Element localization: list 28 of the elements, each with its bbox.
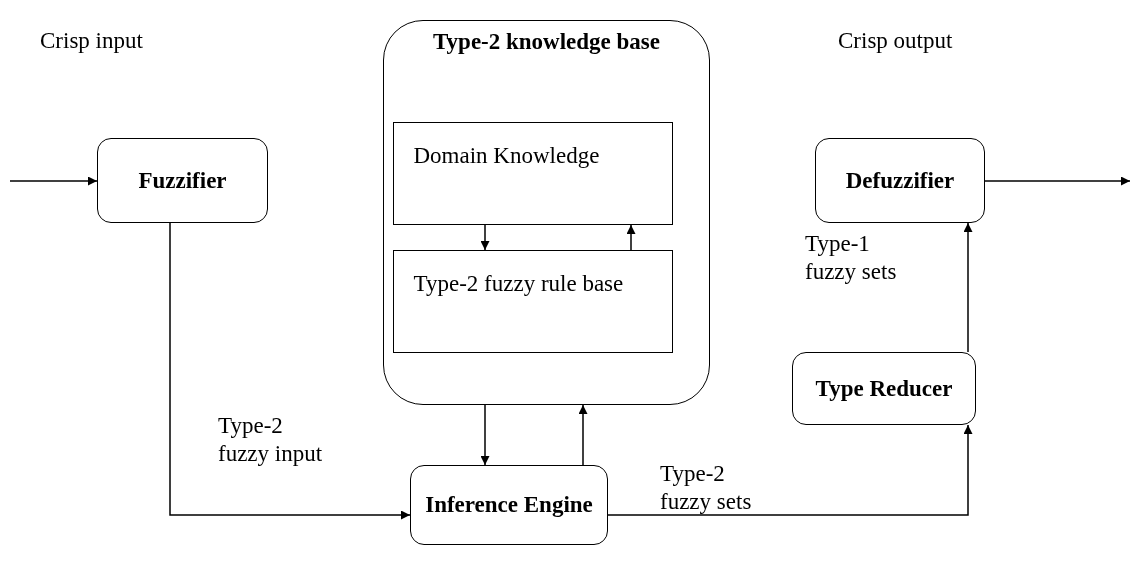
arrow: [626, 224, 636, 251]
arrow: [480, 404, 490, 466]
panel-heading: Type-2 knowledge base: [433, 29, 660, 55]
process-box: [392, 249, 673, 353]
edge-label: Type-1 fuzzy sets: [805, 230, 898, 286]
box-label: Domain Knowledge: [413, 142, 600, 169]
arrow: [963, 222, 973, 353]
edge-label: Type-2 fuzzy sets: [660, 460, 753, 516]
box-label: Inference Engine: [425, 492, 593, 518]
box-label: Type Reducer: [815, 375, 953, 402]
io-label: Crisp output: [838, 28, 953, 54]
edge-label: Type-2 fuzzy input: [218, 412, 324, 468]
box-label: Defuzzifier: [845, 167, 955, 194]
process-box: [792, 352, 976, 425]
process-box: [815, 138, 985, 223]
process-box: [392, 121, 673, 225]
box-label: Type-2 fuzzy rule base: [413, 270, 624, 297]
knowledge-base-panel: [383, 20, 710, 405]
arrow: [169, 222, 411, 520]
box-label: Fuzzifier: [138, 167, 227, 194]
arrow: [984, 176, 1131, 186]
process-box: [97, 138, 268, 223]
arrow: [607, 424, 973, 516]
io-label: Crisp input: [40, 28, 143, 54]
arrow: [480, 224, 490, 251]
arrow: [9, 176, 98, 186]
arrow: [578, 404, 588, 466]
process-box: [410, 465, 608, 545]
